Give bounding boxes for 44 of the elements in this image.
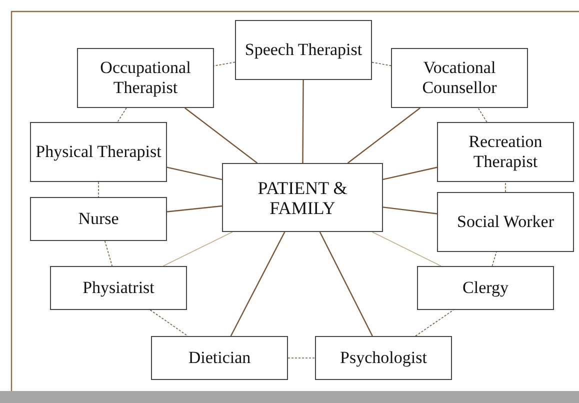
dotted-connector [98, 182, 99, 198]
role-box [417, 266, 554, 310]
role-label: PATIENT & FAMILY [256, 178, 348, 218]
role-box [391, 48, 528, 108]
role-box [437, 122, 574, 182]
role-label: Psychologist [340, 348, 427, 368]
role-label: Speech Therapist [244, 40, 362, 60]
role-label: Clergy [462, 278, 508, 298]
dotted-connector [492, 252, 497, 266]
role-label: Physiatrist [82, 278, 154, 298]
role-box [151, 336, 288, 380]
dotted-connector [372, 62, 392, 66]
role-label: Vocational Counsellor [421, 58, 498, 98]
role-label: Recreation Therapist [468, 132, 544, 172]
dotted-connector [104, 240, 113, 266]
dotted-connector [214, 62, 236, 66]
role-box [77, 48, 214, 108]
connector-line [302, 80, 304, 163]
dotted-connector [505, 182, 506, 192]
connector-line [184, 108, 258, 164]
connector-line [382, 206, 438, 214]
role-box [30, 197, 167, 241]
dotted-connector [150, 310, 188, 336]
role-label: Dietician [188, 348, 251, 368]
role-box [437, 192, 574, 252]
connector-line [347, 108, 420, 164]
connector-line [166, 205, 222, 212]
role-label: Nurse [78, 209, 119, 229]
connector-line [166, 166, 222, 180]
center-box [222, 163, 383, 232]
connector-line [319, 232, 373, 336]
role-box [235, 20, 372, 80]
role-box [30, 122, 167, 182]
role-box [315, 336, 452, 380]
connector-line [382, 166, 438, 180]
dotted-connector [117, 108, 127, 122]
role-box [50, 266, 187, 310]
role-label: Occupational Therapist [99, 58, 192, 98]
dotted-connector [415, 310, 454, 336]
dotted-connector [478, 108, 488, 122]
connector-line [230, 232, 286, 336]
connector-line [162, 232, 233, 266]
role-label: Physical Therapist [36, 142, 162, 162]
role-label: Social Worker [457, 212, 554, 232]
